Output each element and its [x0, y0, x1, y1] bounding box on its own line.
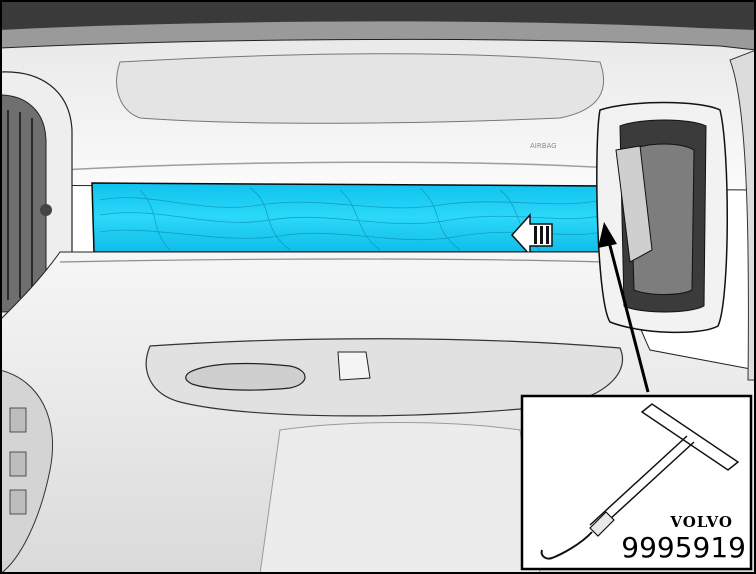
- glovebox-button: [337, 351, 371, 381]
- glovebox-handle: [185, 362, 306, 391]
- airbag-cover: [116, 53, 605, 124]
- push-direction-arrow-icon: [510, 213, 553, 257]
- console-button-1: [9, 407, 27, 433]
- left-vent-louvers: [7, 110, 33, 300]
- left-vent-knob: [40, 204, 52, 216]
- footwell: [259, 422, 541, 574]
- a-pillar: [729, 49, 756, 381]
- lower-ledge-line: [59, 258, 605, 263]
- dash-ledge-line: [59, 161, 611, 171]
- airbag-marking: AIRBAG: [530, 142, 557, 150]
- tool-brand: VOLVO: [669, 513, 733, 531]
- right-vent-interior: [629, 143, 695, 295]
- console-button-2: [9, 451, 27, 477]
- trim-release-clip: [615, 145, 653, 263]
- pointer-arrow-icon: [598, 222, 650, 393]
- console-button-3: [9, 489, 27, 515]
- tool-part-number: 9995919: [621, 531, 746, 564]
- t-handle-hook-tool-icon: [540, 403, 740, 560]
